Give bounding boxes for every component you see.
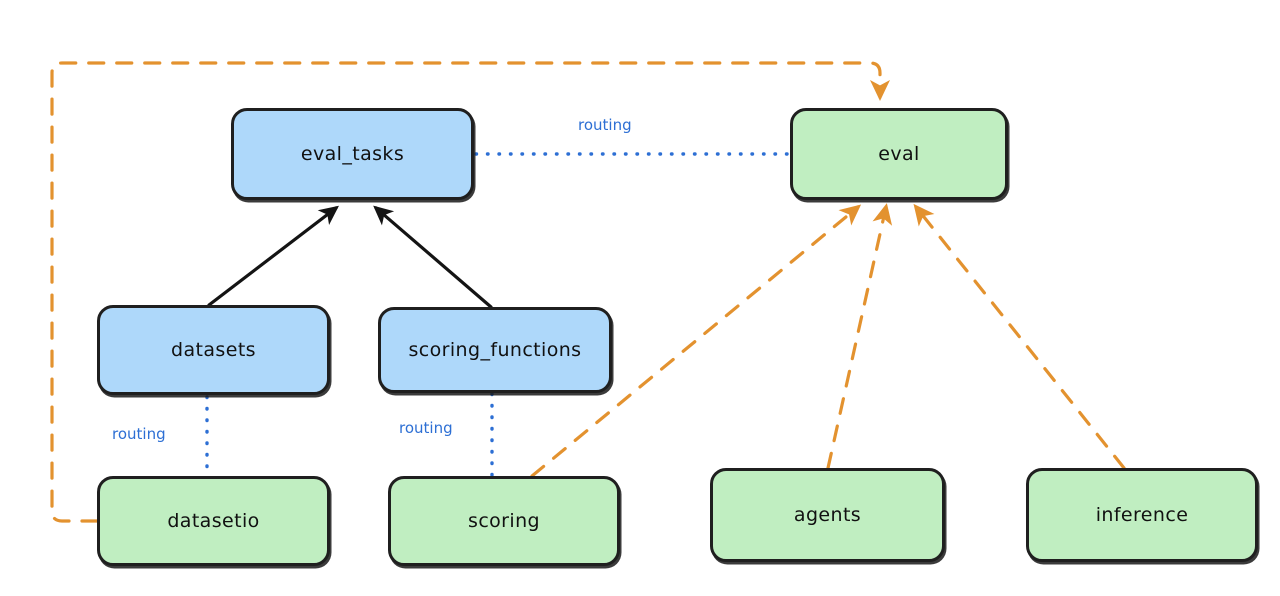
- node-agents[interactable]: agents: [710, 468, 945, 562]
- edge-label-routing-datasets-datasetio: routing: [112, 425, 166, 443]
- node-eval[interactable]: eval: [790, 108, 1008, 200]
- node-scoring-functions[interactable]: scoring_functions: [378, 307, 612, 393]
- node-label-datasets: datasets: [171, 338, 256, 361]
- edge-datasets-to-eval_tasks: [207, 205, 339, 307]
- node-label-eval: eval: [878, 142, 920, 165]
- node-scoring[interactable]: scoring: [388, 476, 620, 566]
- node-label-datasetio: datasetio: [167, 509, 260, 532]
- node-datasetio[interactable]: datasetio: [97, 476, 330, 566]
- node-datasets[interactable]: datasets: [97, 305, 330, 395]
- node-label-eval-tasks: eval_tasks: [300, 142, 405, 165]
- edge-scoring_functions-to-eval_tasks: [373, 205, 493, 309]
- node-label-scoring-functions: scoring_functions: [408, 338, 582, 361]
- node-label-agents: agents: [793, 503, 862, 526]
- edge-agents-to-eval: [826, 203, 893, 470]
- node-label-scoring: scoring: [468, 509, 540, 532]
- edge-label-routing-eval-tasks-eval: routing: [578, 116, 632, 134]
- edge-label-routing-scoring-functions-scoring: routing: [399, 419, 453, 437]
- edge-inference-to-eval: [913, 203, 1126, 470]
- node-label-inference: inference: [1095, 503, 1189, 526]
- node-eval-tasks[interactable]: eval_tasks: [231, 108, 474, 200]
- node-inference[interactable]: inference: [1026, 468, 1258, 562]
